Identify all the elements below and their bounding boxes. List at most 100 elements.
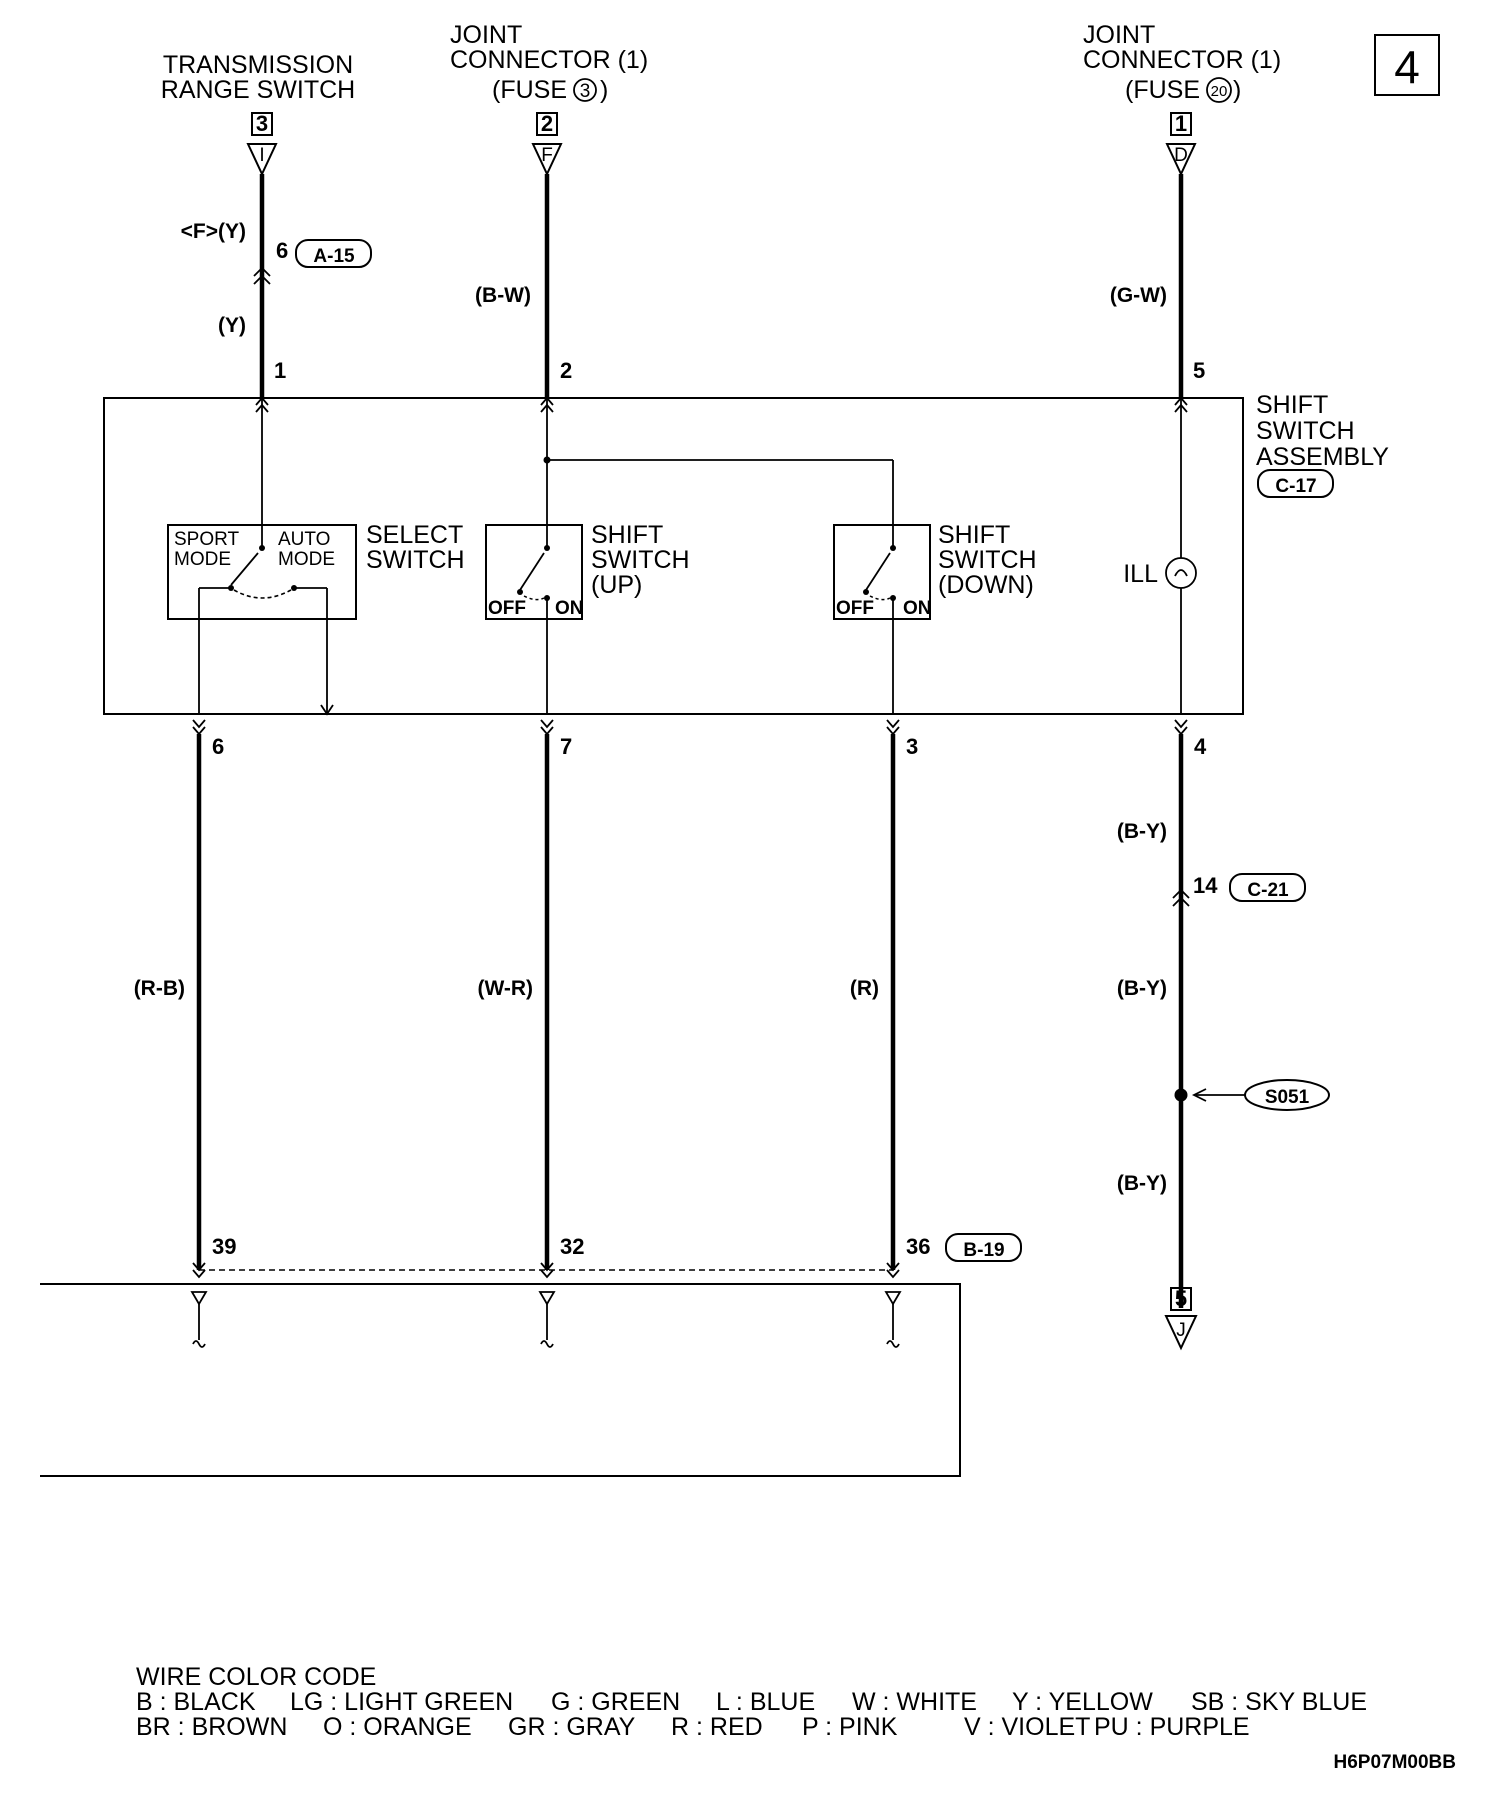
shift-down-on: ON	[903, 598, 932, 619]
jc2-letter: D	[1174, 145, 1188, 166]
splice-tag	[1244, 1079, 1330, 1111]
wire-color-select: (R-B)	[134, 977, 185, 1000]
shift-up-title1: SHIFT	[591, 521, 663, 549]
select-switch-title2: SWITCH	[366, 546, 465, 574]
terminal-triangle	[531, 143, 563, 177]
connector-a15: A-15	[313, 246, 355, 267]
shift-down-title2: SWITCH	[938, 546, 1037, 574]
jc1-terminal: 2 F	[531, 111, 563, 177]
wire-color-up: (W-R)	[477, 977, 533, 1000]
legend-l: L : BLUE	[716, 1688, 815, 1716]
legend-br: BR : BROWN	[136, 1713, 287, 1741]
jc1-fuse-close: )	[600, 76, 608, 104]
pin-6: 6	[212, 734, 224, 759]
wire-color-trs-top: <F>(Y)	[181, 220, 246, 243]
assembly-line2: SWITCH	[1256, 417, 1355, 445]
terminal-triangle	[246, 143, 278, 177]
pin-36: 36	[906, 1234, 930, 1259]
jc2-label-line3: (FUSE	[1125, 76, 1200, 104]
ecu-internal-terminals	[190, 1291, 902, 1348]
trs-label-line3: RANGE SWITCH	[161, 76, 355, 104]
pin-a15: 6	[276, 238, 288, 263]
pin-7: 7	[560, 734, 572, 759]
shift-up-on: ON	[555, 598, 584, 619]
bottom-letter: J	[1176, 1320, 1186, 1341]
pin-c21: 14	[1193, 873, 1218, 898]
pin-32: 32	[560, 1234, 584, 1259]
sport-mode-line1: SPORT	[174, 529, 240, 550]
legend-sb: SB : SKY BLUE	[1191, 1688, 1367, 1716]
shift-switch-down: OFF ON SHIFT SWITCH (DOWN)	[833, 521, 1037, 620]
pin-arrow	[886, 719, 900, 736]
fuse-number-circle	[1206, 77, 1232, 103]
legend-b: B : BLACK	[136, 1688, 256, 1716]
connector-b19: B-19	[963, 1240, 1004, 1261]
pin-arrow	[540, 1262, 554, 1279]
lamp-icon	[1165, 557, 1197, 589]
pin-1: 1	[274, 358, 286, 383]
connector-tag-b19	[945, 1233, 1022, 1262]
wire-color-legend: WIRE COLOR CODE B : BLACK LG : LIGHT GRE…	[136, 1663, 1367, 1741]
connector-marker	[253, 266, 271, 285]
page-number-text: 4	[1394, 41, 1420, 93]
wire-color-ill-top: (G-W)	[1110, 284, 1167, 307]
trs-connector-label: TRANSMISSION RANGE SWITCH	[161, 51, 355, 104]
trs-letter: I	[259, 145, 264, 166]
figure-code: H6P07M00BB	[1334, 1752, 1457, 1773]
trs-terminal: 3 I	[246, 111, 278, 177]
jc1-label-line2: CONNECTOR (1)	[450, 46, 648, 74]
legend-v: V : VIOLET	[964, 1713, 1090, 1741]
jc2-label-line1: JOINT	[1083, 21, 1155, 49]
jc2-connector-label: JOINT CONNECTOR (1) (FUSE 20 )	[1083, 21, 1281, 104]
jc2-box-number: 1	[1175, 111, 1187, 136]
pin-5: 5	[1193, 358, 1205, 383]
trs-box-number: 3	[256, 111, 268, 136]
connector-marker	[1172, 888, 1190, 907]
legend-w: W : WHITE	[852, 1688, 977, 1716]
connector-tag-c17	[1257, 469, 1334, 498]
pin-arrow	[1174, 719, 1188, 736]
shift-down-title3: (DOWN)	[938, 571, 1034, 599]
legend-lg: LG : LIGHT GREEN	[290, 1688, 513, 1716]
legend-r: R : RED	[671, 1713, 763, 1741]
jc2-terminal: 1 D	[1165, 111, 1197, 177]
shift-up-off: OFF	[488, 598, 526, 619]
wire-ill-top: (G-W) 5	[1110, 174, 1205, 398]
wire-color-ill-3: (B-Y)	[1117, 1172, 1167, 1195]
legend-pu: PU : PURPLE	[1094, 1713, 1250, 1741]
jc1-letter: F	[541, 145, 553, 166]
jc1-label-line1: JOINT	[450, 21, 522, 49]
shift-down-off: OFF	[836, 598, 874, 619]
shift-switch-assembly-box	[103, 397, 1244, 715]
ill-lamp: ILL	[1123, 557, 1197, 589]
wire-up-top: (B-W) 2	[475, 174, 572, 398]
page-number: 4	[1374, 34, 1440, 96]
trs-label-line2: TRANSMISSION	[163, 51, 353, 79]
splice-label: S051	[1265, 1087, 1310, 1108]
connector-c17: C-17	[1275, 476, 1316, 497]
jc1-label-line3: (FUSE	[492, 76, 567, 104]
assembly-line1: SHIFT	[1256, 391, 1328, 419]
legend-gr: GR : GRAY	[508, 1713, 636, 1741]
legend-y: Y : YELLOW	[1012, 1688, 1153, 1716]
wire-color-down: (R)	[850, 977, 879, 1000]
assembly-line3: ASSEMBLY	[1256, 443, 1389, 471]
bottom-terminal: 5 J	[1164, 1286, 1198, 1351]
auto-mode-line2: MODE	[278, 549, 335, 570]
terminal-triangle	[1164, 1315, 1198, 1351]
ecu-box	[40, 1283, 961, 1477]
shift-down-title1: SHIFT	[938, 521, 1010, 549]
legend-title: WIRE COLOR CODE	[136, 1663, 376, 1691]
select-switch-title1: SELECT	[366, 521, 463, 549]
jc1-box-number: 2	[541, 111, 553, 136]
fuse-number-circle	[573, 78, 597, 102]
terminal-triangle	[1165, 143, 1197, 177]
splice-s051: S051	[1174, 1079, 1330, 1111]
shift-up-title2: SWITCH	[591, 546, 690, 574]
shift-up-title3: (UP)	[591, 571, 642, 599]
pin-3: 3	[906, 734, 918, 759]
wire-color-trs-bottom: (Y)	[218, 314, 246, 337]
pin-arrow	[540, 719, 554, 736]
shift-switch-up: OFF ON SHIFT SWITCH (UP)	[485, 521, 690, 620]
